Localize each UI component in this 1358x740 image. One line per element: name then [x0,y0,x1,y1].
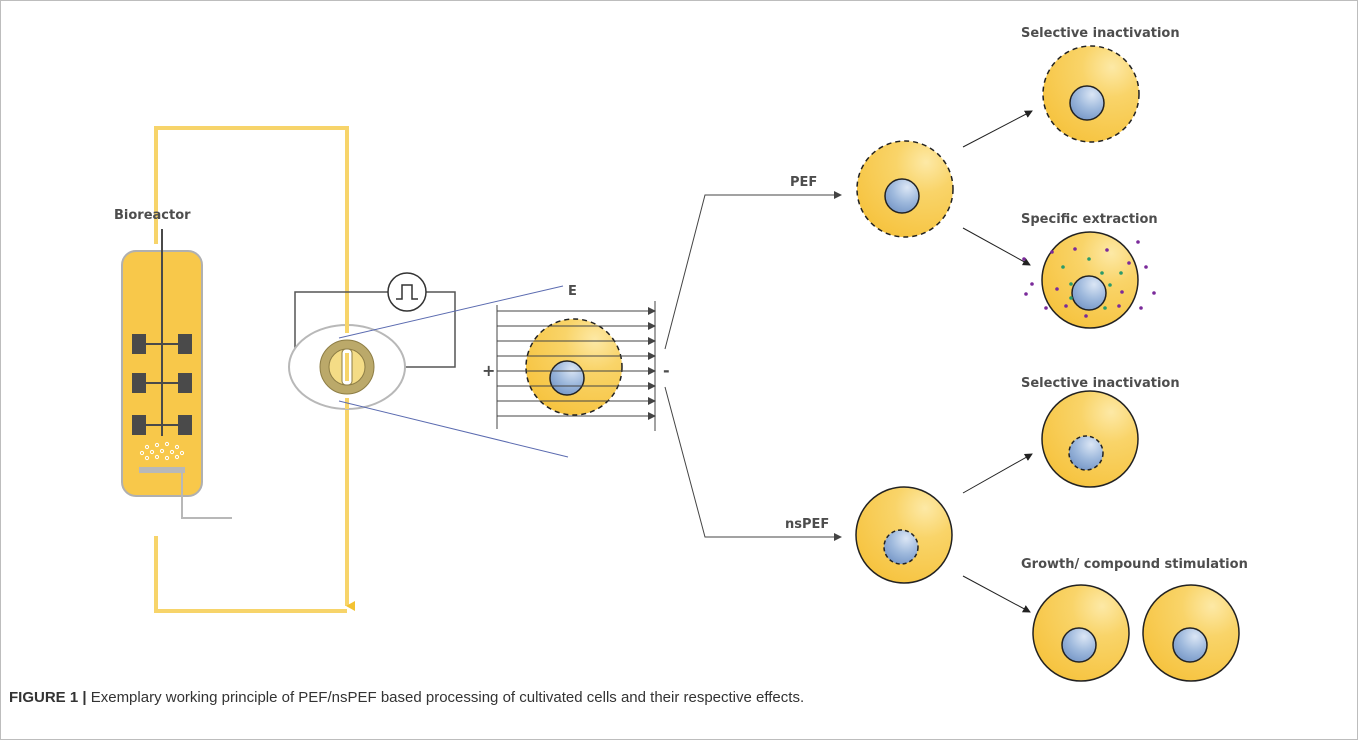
stimulated-cell-2 [1142,584,1240,682]
bioreactor-label: Bioreactor [114,208,191,223]
impeller-3 [132,415,192,435]
zoom-line-bottom [338,400,569,458]
circulation-loop [154,126,355,613]
branch-arrows [664,191,842,541]
extracted-compounds [1022,240,1156,318]
stimulated-cell-1 [1032,584,1130,682]
gas-inlet-line [181,473,232,519]
gas-bubbles [139,441,185,461]
bioreactor [121,229,232,519]
field-lines [497,307,656,420]
impeller-2 [132,373,192,393]
nspef-treated-cell [855,486,953,584]
pef-inactivated-cell [1042,45,1140,143]
zoom-line-top [338,285,564,339]
magnified-cell-field [496,301,656,431]
pef-arrow [664,191,842,350]
nspef-arrow [664,386,842,541]
outcome-arrows [962,110,1033,613]
sparger [139,467,185,473]
minus-sign: - [663,361,670,380]
pef-label: PEF [790,175,817,190]
pef-treated-cell [856,140,954,238]
impeller-1 [132,334,192,354]
nspef-outcome-stimulation-label: Growth/ compound stimulation [1021,557,1248,572]
figure-caption: FIGURE 1 | Exemplary working principle o… [9,689,1349,706]
treatment-chamber [288,272,569,458]
field-label: E [568,284,577,299]
nspef-inactivated-cell [1041,390,1139,488]
caption-text: Exemplary working principle of PEF/nsPEF… [90,689,805,706]
pef-outcome-inactivation-label: Selective inactivation [1021,26,1180,41]
pef-extraction-cell [1022,231,1156,329]
pef-outcome-extraction-label: Specific extraction [1021,212,1158,227]
plus-sign: + [482,361,495,380]
pulse-generator-icon [387,272,427,312]
nspef-outcome-inactivation-label: Selective inactivation [1021,376,1180,391]
circuit-right [403,291,456,368]
figure-number: FIGURE 1 | [9,689,87,706]
nspef-label: nsPEF [785,517,829,532]
